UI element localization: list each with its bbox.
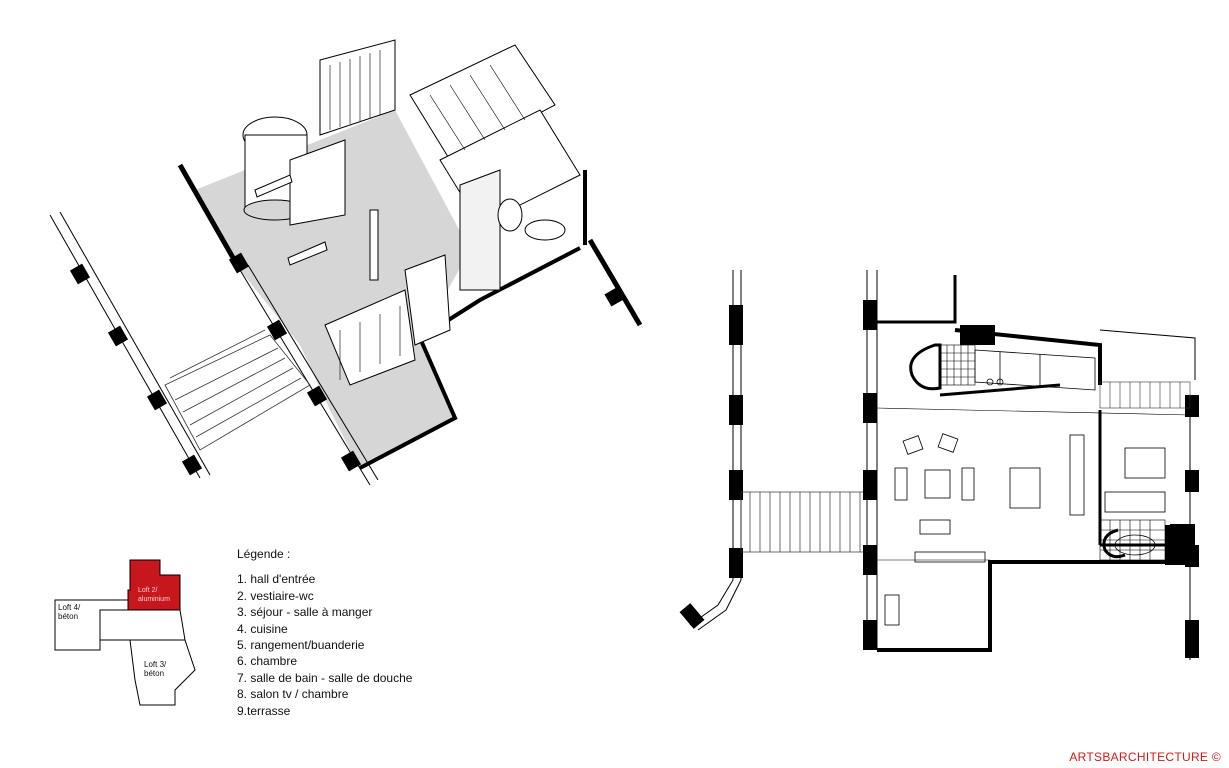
axonometric-terrace xyxy=(164,329,311,451)
plan-curved-shower xyxy=(1102,528,1126,559)
plan-furniture xyxy=(884,433,1166,626)
axonometric-outer-wall xyxy=(359,337,458,470)
legend: Légende : 1. hall d'entrée 2. vestiaire-… xyxy=(237,546,412,719)
legend-list: 1. hall d'entrée 2. vestiaire-wc 3. séjo… xyxy=(237,571,412,719)
plan-walkway xyxy=(740,491,868,553)
axonometric-hatch xyxy=(329,50,526,380)
plan-left-pillars xyxy=(679,305,743,629)
key-plan-loft3-label: Loft 3/béton xyxy=(144,660,167,678)
legend-item: 5. rangement/buanderie xyxy=(237,638,365,653)
legend-item: 7. salle de bain - salle de douche xyxy=(237,670,413,685)
axonometric-left-wall xyxy=(177,163,243,272)
plan-curved-wc xyxy=(909,343,942,391)
key-plan-loft2-label: Loft 2/aluminium xyxy=(138,587,170,603)
legend-title: Légende : xyxy=(237,547,291,561)
legend-item: 9.terrasse xyxy=(237,703,291,718)
key-plan-middle xyxy=(99,609,186,641)
legend-item: 8. salon tv / chambre xyxy=(237,687,349,702)
legend-item: 2. vestiaire-wc xyxy=(237,588,314,603)
legend-item: 4. cuisine xyxy=(237,621,288,636)
axonometric-pillars xyxy=(69,252,624,476)
plan-terrace xyxy=(1099,381,1191,409)
copyright-text: ARTSBARCHITECTURE © xyxy=(1069,750,1221,764)
legend-item: 3. séjour - salle à manger xyxy=(237,605,373,620)
key-plan-loft3 xyxy=(129,639,196,706)
axonometric-interior xyxy=(242,39,581,386)
key-plan-loft4-label: Loft 4/béton xyxy=(58,603,81,621)
plan-kitchen xyxy=(974,349,1096,391)
key-plan-loft2 xyxy=(127,559,181,611)
axonometric-facade xyxy=(49,211,379,486)
legend-item: 1. hall d'entrée xyxy=(237,572,316,587)
legend-item: 6. chambre xyxy=(237,654,298,669)
axonometric-right-wall xyxy=(587,238,643,327)
plan-pillars xyxy=(863,300,1199,658)
